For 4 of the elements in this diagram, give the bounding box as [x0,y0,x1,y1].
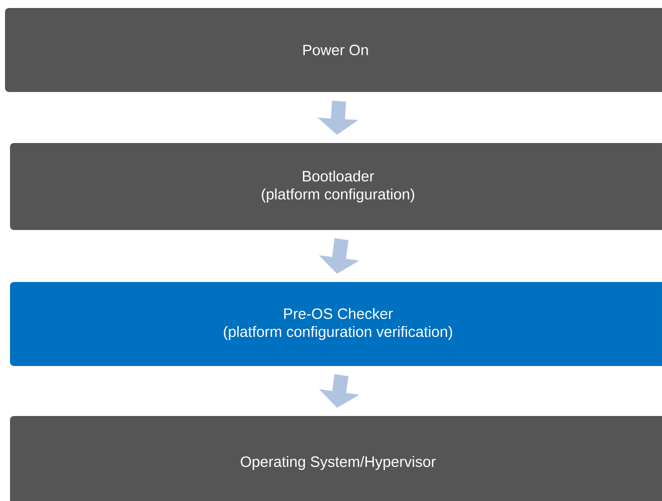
process-box: Operating System/Hypervisor [10,416,662,501]
process-box: Bootloader (platform configuration) [10,143,662,230]
process-box: Pre-OS Checker (platform configuration verification) [10,282,662,366]
process-box: Power On [5,8,662,92]
